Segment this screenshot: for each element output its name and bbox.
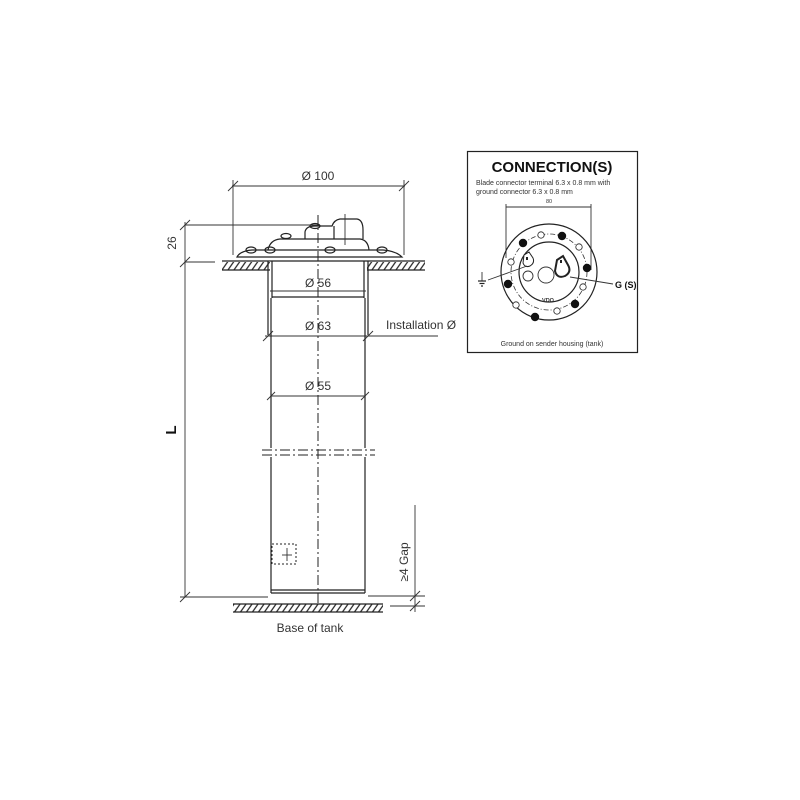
- connection-desc-2: ground connector 6.3 x 0.8 mm: [476, 189, 573, 196]
- bolt-holes: [503, 231, 592, 322]
- side-view: Ø 100 26 Ø 56: [163, 169, 456, 635]
- pitch-dimension: 80: [546, 199, 552, 205]
- base-of-tank-label: Base of tank: [277, 621, 345, 635]
- connection-desc-1: Blade connector terminal 6.3 x 0.8 mm wi…: [476, 180, 610, 187]
- flange-outer-circle: [500, 223, 598, 321]
- signal-terminal: [553, 254, 571, 278]
- installation-label: Installation Ø: [386, 318, 456, 332]
- dim-flange-diameter: Ø 100: [302, 169, 335, 183]
- tank-base-hatch: [233, 604, 383, 612]
- dim-gap: ≥4 Gap: [397, 542, 411, 582]
- float-marker: [271, 543, 297, 565]
- brand-label: VDO: [542, 298, 555, 304]
- ground-terminal: [522, 251, 535, 268]
- connection-panel: CONNECTION(S) Blade connector terminal 6…: [466, 150, 639, 354]
- dim-length-L: L: [163, 425, 180, 434]
- connection-title: CONNECTION(S): [492, 159, 613, 176]
- signal-label: G (S): [615, 280, 637, 290]
- ground-icon: [478, 272, 486, 287]
- connection-footer: Ground on sender housing (tank): [501, 341, 604, 348]
- dim-height-26: 26: [165, 236, 179, 250]
